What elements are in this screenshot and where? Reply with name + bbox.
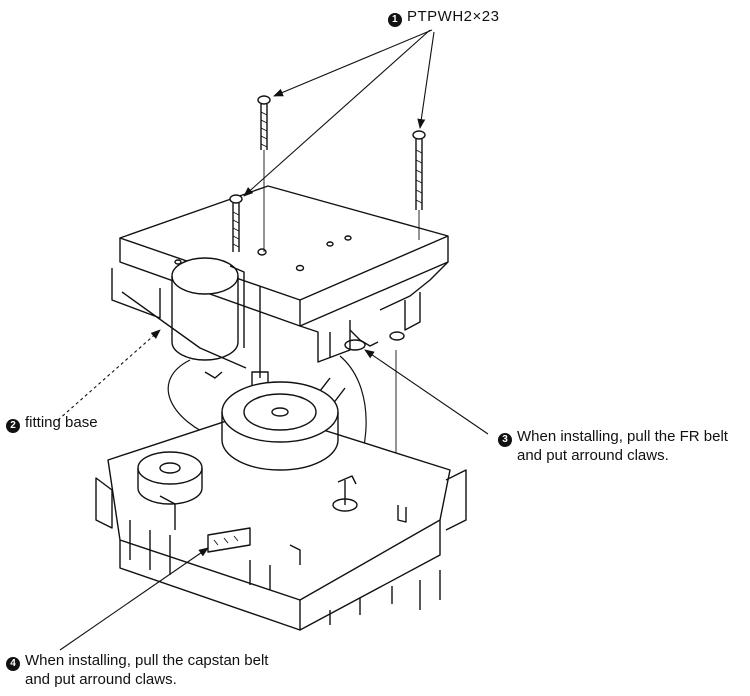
screw-callout: 1 PTPWH2×23: [388, 8, 499, 27]
callout-number-1: 1: [388, 13, 402, 27]
fitting-base-part: [111, 185, 449, 393]
screw-right: [412, 130, 426, 210]
capstan-belt-text-line1: When installing, pull the capstan belt: [25, 652, 269, 669]
fitting-base-callout: 2 fitting base: [6, 414, 98, 433]
leader-lines: [57, 29, 489, 651]
fr-belt-callout: 3 When installing, pull the FR belt and p…: [498, 428, 728, 465]
screw-left: [257, 95, 271, 150]
fr-belt-text-line2: and put arround claws.: [517, 447, 669, 464]
capstan-belt-text-line2: and put arround claws.: [25, 671, 177, 688]
screw-spec-text: PTPWH2×23: [407, 8, 500, 25]
callout-number-4: 4: [6, 657, 20, 671]
fr-belt-text-line1: When installing, pull the FR belt: [517, 428, 728, 445]
callout-number-2: 2: [6, 419, 20, 433]
screw-front: [229, 194, 243, 252]
mechanism-chassis: [95, 381, 467, 631]
callout-number-3: 3: [498, 433, 512, 447]
fitting-base-text: fitting base: [25, 414, 98, 431]
